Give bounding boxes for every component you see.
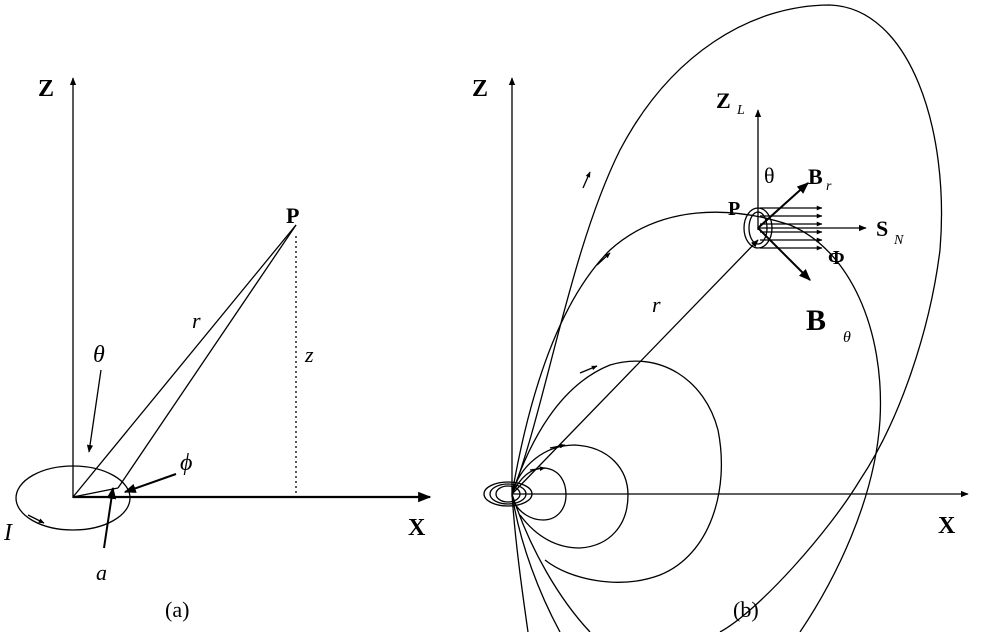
field-arrow-third — [596, 252, 611, 266]
b-theta-label: B — [806, 304, 826, 337]
z-axis-label-a: Z — [38, 76, 54, 102]
s-n-label: S — [876, 216, 888, 241]
field-branch-1 — [511, 493, 529, 632]
field-line-inner — [511, 467, 567, 521]
coil-outer — [483, 481, 533, 507]
field-line-outer — [511, 4, 943, 632]
element-line-a — [117, 224, 297, 489]
field-line-first — [511, 444, 629, 549]
caption-a: (a) — [165, 597, 189, 622]
local-z-subscript: L — [736, 103, 745, 118]
current-label: I — [3, 520, 13, 546]
panel-a — [15, 77, 432, 549]
field-line-third — [511, 211, 882, 632]
loop-radius-arrow — [103, 486, 117, 549]
field-branch-2 — [511, 493, 561, 632]
b-theta-subscript: θ — [843, 329, 851, 346]
field-arrow-second — [579, 365, 598, 374]
caption-b: (b) — [733, 597, 759, 622]
x-axis-label-a: X — [408, 515, 426, 541]
radius-line-a — [72, 224, 297, 498]
current-loop — [15, 465, 131, 531]
radius-label-b: r — [652, 292, 661, 317]
radius-line-b — [511, 239, 759, 495]
b-r-arrow — [757, 182, 809, 229]
phi-label-b: Φ — [828, 247, 845, 269]
point-label-a: P — [286, 203, 299, 228]
x-axis-label-b: X — [938, 513, 956, 539]
field-arrow-outer — [582, 171, 591, 189]
local-theta-label: θ — [764, 163, 775, 188]
b-r-label: B — [808, 164, 823, 189]
height-label: z — [304, 342, 314, 367]
s-n-subscript: N — [893, 233, 904, 248]
b-theta-arrow — [757, 227, 811, 281]
panel-b — [483, 4, 969, 632]
radius-label-a: r — [192, 308, 201, 333]
theta-arrow — [86, 369, 102, 453]
theta-label: θ — [93, 342, 105, 368]
coil-inner — [495, 485, 521, 503]
field-branch-3 — [511, 493, 591, 632]
field-line-second — [511, 360, 722, 583]
current-arrow — [27, 514, 45, 524]
coil-middle — [489, 483, 527, 505]
z-axis-label-b: Z — [472, 76, 488, 102]
local-z-label: Z — [716, 88, 731, 113]
field-arrow-inner — [529, 466, 546, 472]
b-r-subscript: r — [826, 179, 832, 194]
point-label-b: P — [728, 198, 740, 220]
phi-label: ϕ — [180, 450, 192, 476]
loop-radius-label: a — [96, 560, 107, 585]
phi-arrow — [123, 473, 177, 493]
